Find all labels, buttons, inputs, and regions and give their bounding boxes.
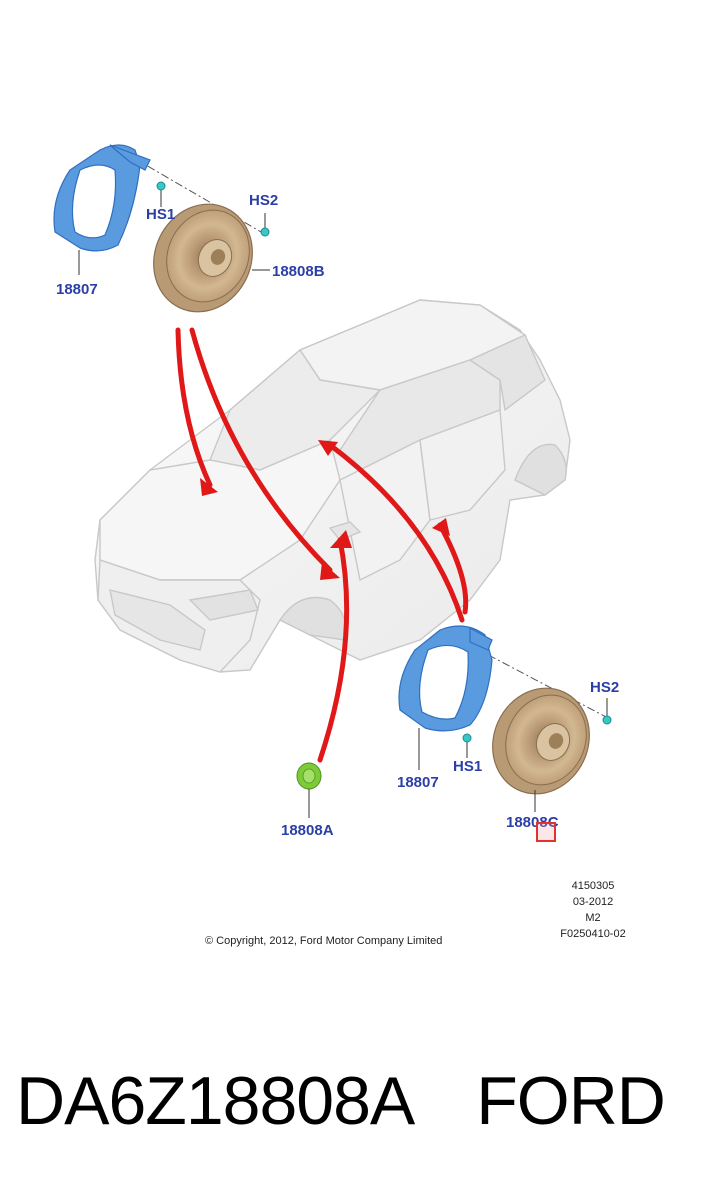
label-hs2-lower: HS2 <box>590 679 620 696</box>
screw-hs2-upper <box>260 213 270 237</box>
highlight-marker <box>536 822 556 842</box>
label-18808b: 18808B <box>272 263 325 280</box>
meta-line-2: 03-2012 <box>572 896 614 908</box>
label-18808a: 18808A <box>281 822 334 839</box>
label-hs1-lower: HS1 <box>453 758 483 775</box>
bracket-18807-upper <box>53 144 151 252</box>
screw-hs2-lower <box>602 698 612 725</box>
label-18808c: 18808C <box>506 814 559 831</box>
arrow-to-door-front-2 <box>189 327 333 573</box>
screw-hs1-lower <box>462 733 472 758</box>
label-hs1-upper: HS1 <box>146 206 176 223</box>
speaker-18808c <box>492 687 590 812</box>
screw-hs1-upper <box>156 181 166 207</box>
arrow-to-door-front <box>175 327 213 488</box>
arrow-from-tweeter <box>317 537 350 763</box>
label-18807-upper: 18807 <box>56 281 98 298</box>
arrow-heads <box>200 440 450 580</box>
meta-line-3: M2 <box>585 912 601 924</box>
installation-arrows <box>175 327 469 763</box>
copyright-notice: © Copyright, 2012, Ford Motor Company Li… <box>205 935 443 947</box>
brand-name: FORD <box>476 1063 666 1139</box>
label-hs2-upper: HS2 <box>249 192 279 209</box>
part-caption: DA6Z18808A FORD <box>16 1062 666 1140</box>
part-number: DA6Z18808A <box>16 1063 415 1139</box>
arrow-to-rear-door <box>327 442 465 623</box>
speaker-installation-diagram <box>53 144 612 818</box>
arrow-to-rear-door-2 <box>437 522 469 615</box>
label-18807-lower: 18807 <box>397 774 439 791</box>
meta-line-4: F0250410-02 <box>560 928 626 940</box>
speaker-18808b <box>153 203 270 313</box>
meta-line-1: 4150305 <box>571 880 615 892</box>
bracket-18807-lower <box>398 625 493 732</box>
vehicle-outline <box>94 299 571 673</box>
drawing-meta: 4150305 03-2012 M2 F0250410-02 <box>548 878 638 942</box>
tweeter-18808a <box>296 762 322 818</box>
